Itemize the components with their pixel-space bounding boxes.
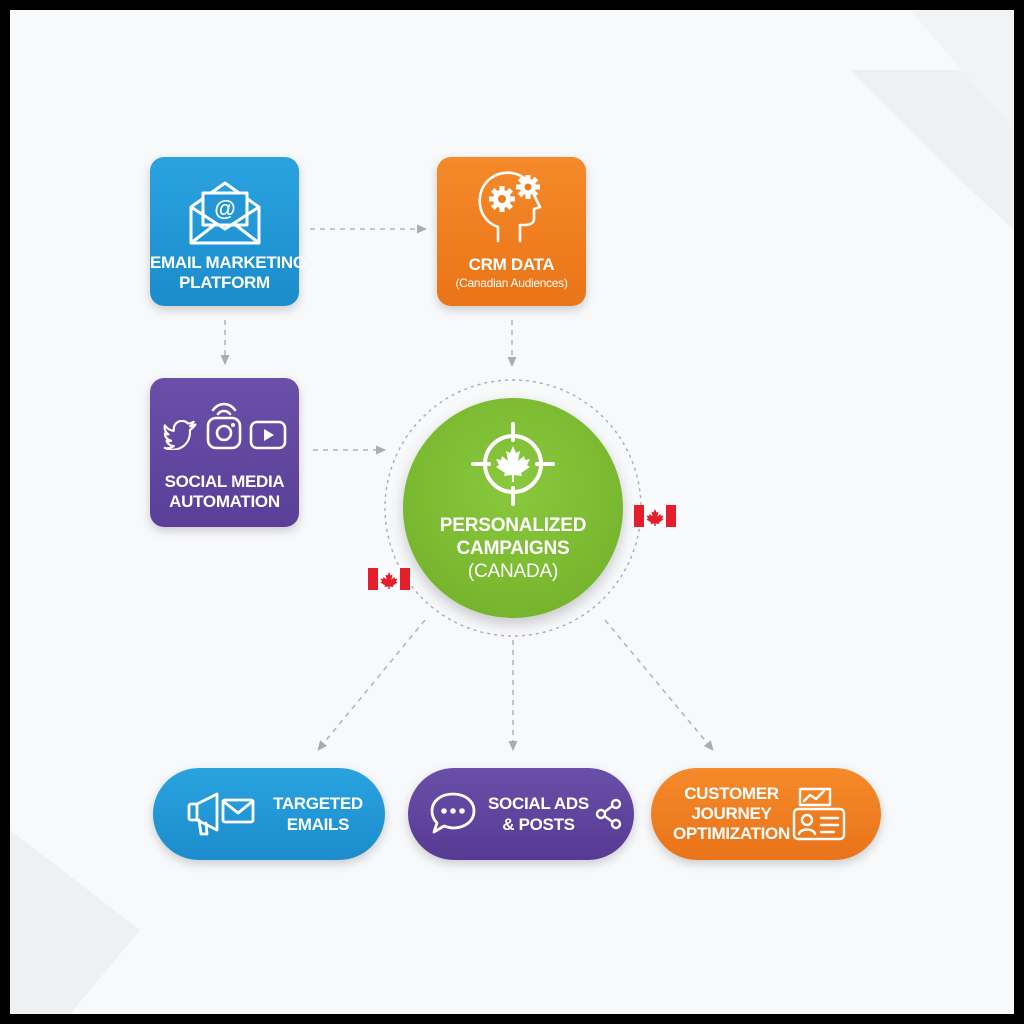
email-at-icon: @ bbox=[189, 181, 260, 245]
chat-bubble-icon bbox=[430, 792, 476, 834]
edge-hub-to-emails bbox=[317, 619, 426, 751]
analytics-profile-card-icon bbox=[792, 787, 846, 841]
social-media-automation-node: SOCIAL MEDIA AUTOMATION bbox=[150, 378, 299, 527]
crm-title: CRM DATA bbox=[468, 255, 555, 274]
crm-data-node: CRM DATA (Canadian Audiences) bbox=[437, 157, 586, 306]
twitter-bird-icon bbox=[163, 420, 196, 450]
journey-line1: CUSTOMER bbox=[684, 784, 779, 803]
email-marketing-platform-node: @ EMAIL MARKETING PLATFORM bbox=[150, 157, 306, 306]
targeted-emails-line1: TARGETED bbox=[273, 794, 363, 813]
social-automation-label-line1: SOCIAL MEDIA bbox=[164, 472, 285, 491]
social-ads-line1: SOCIAL ADS bbox=[488, 794, 589, 813]
svg-text:@: @ bbox=[214, 196, 235, 221]
canada-flag-icon bbox=[634, 505, 676, 527]
edge-hub-to-journey bbox=[604, 619, 714, 751]
hub-label-sub: (CANADA) bbox=[467, 561, 559, 582]
social-ads-posts-output: SOCIAL ADS & POSTS bbox=[408, 768, 634, 860]
canada-flag-icon bbox=[368, 568, 410, 590]
personalized-campaigns-hub: PERSONALIZED CAMPAIGNS (CANADA) bbox=[403, 398, 623, 618]
email-platform-label-line1: EMAIL MARKETING bbox=[150, 253, 306, 272]
hub-label-line2: CAMPAIGNS bbox=[456, 538, 570, 559]
instagram-camera-icon bbox=[206, 402, 241, 450]
journey-line3: OPTIMIZATION bbox=[673, 824, 790, 843]
play-button-icon bbox=[249, 420, 286, 450]
customer-journey-optimization-output: CUSTOMER JOURNEY OPTIMIZATION bbox=[651, 768, 881, 860]
journey-line2: JOURNEY bbox=[691, 804, 772, 823]
target-maple-leaf-icon bbox=[471, 422, 555, 506]
targeted-emails-line2: EMAILS bbox=[286, 815, 350, 834]
share-icon bbox=[595, 798, 622, 830]
social-ads-line2: & POSTS bbox=[502, 815, 575, 834]
background-decoration bbox=[10, 10, 1014, 1014]
email-platform-label-line2: PLATFORM bbox=[179, 273, 270, 292]
social-icon-row bbox=[163, 398, 287, 450]
social-automation-label-line2: AUTOMATION bbox=[169, 492, 280, 511]
hub-label-line1: PERSONALIZED bbox=[439, 515, 587, 536]
targeted-emails-output: TARGETED EMAILS bbox=[153, 768, 385, 860]
megaphone-email-icon bbox=[187, 792, 255, 836]
crm-subtitle: (Canadian Audiences) bbox=[455, 276, 568, 290]
head-gears-icon bbox=[477, 171, 541, 243]
